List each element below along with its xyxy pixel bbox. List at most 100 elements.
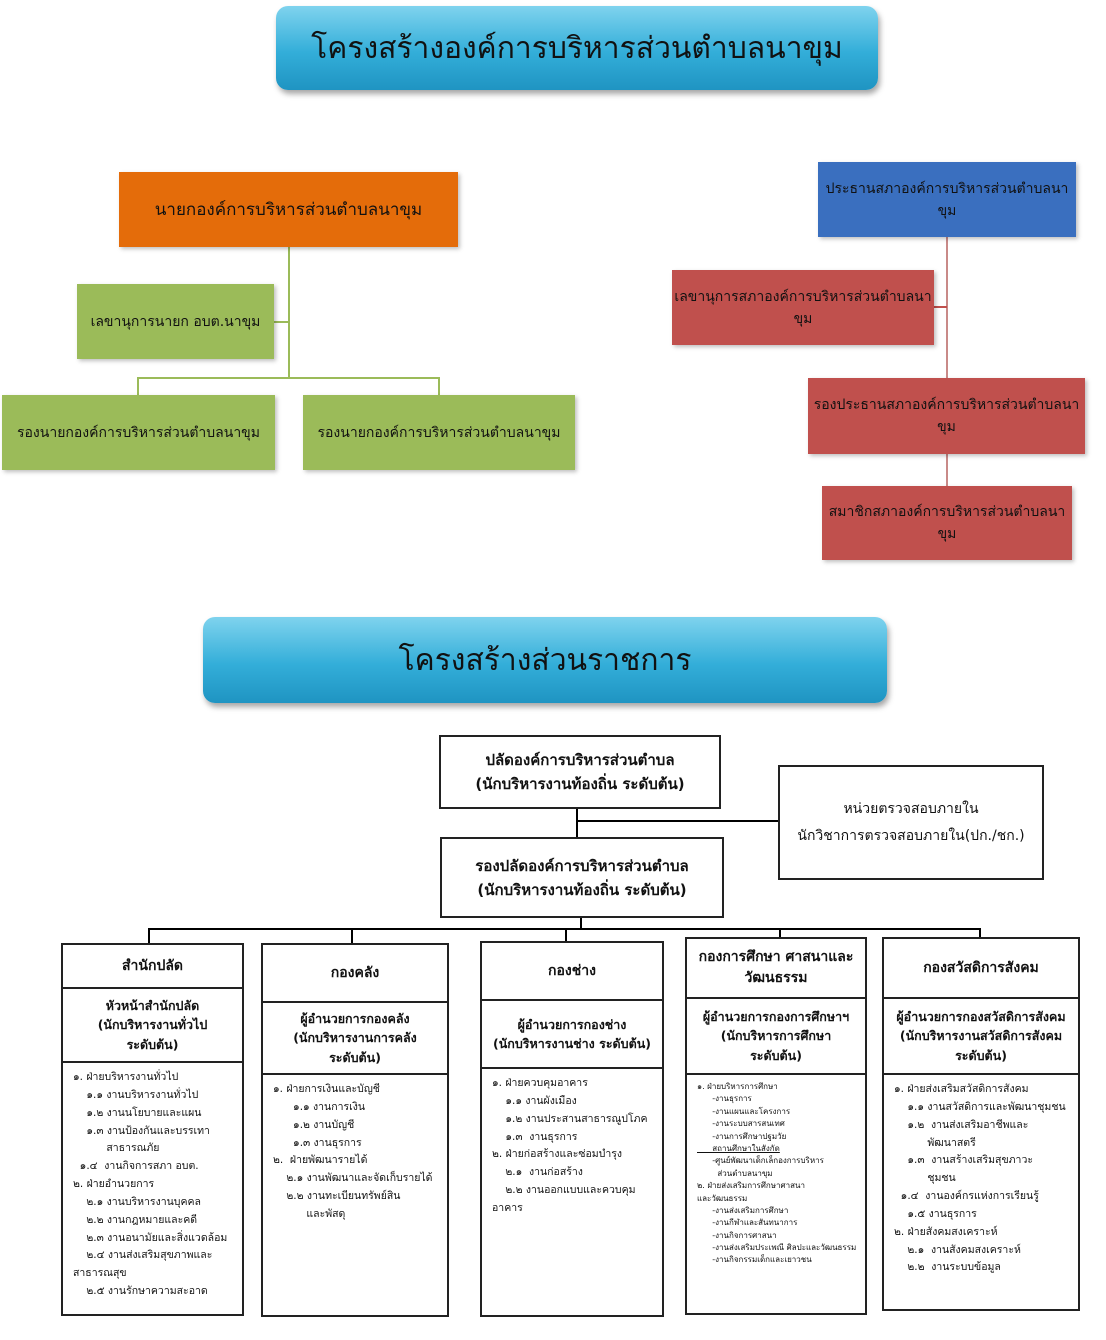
duty-item: -งานส่งเสริมการศึกษา bbox=[697, 1205, 789, 1215]
department-head-line: (นักบริหารงานการคลัง bbox=[293, 1030, 417, 1046]
duty-item: ๑.๔ งานองค์กรแห่งการเรียนรู้ bbox=[894, 1190, 1039, 1203]
duty-item: อาคาร bbox=[492, 1201, 523, 1214]
duty-item: ๑.๓ งานป้องกันและบรรเทา bbox=[73, 1124, 210, 1137]
department-duties: ๑. ฝ่ายการเงินและบัญชี ๑.๑ งานการเงิน ๑.… bbox=[263, 1075, 447, 1228]
dept-1-drop bbox=[148, 928, 150, 944]
council-member-label: สมาชิกสภาองค์การบริหารส่วนตำบลนาขุม bbox=[828, 504, 1066, 542]
chief-administrator-box: ปลัดองค์การบริหารส่วนตำบล (นักบริหารงานท… bbox=[439, 735, 721, 809]
duty-item: สาธารณภัย bbox=[73, 1142, 160, 1155]
department-finance: กองคลัง ผู้อำนวยการกองคลัง (นักบริหารงาน… bbox=[261, 943, 449, 1317]
deputy-mayor-2-label: รองนายกองค์การบริหารส่วนตำบลนาขุม bbox=[317, 424, 561, 441]
council-president-box: ประธานสภาองค์การบริหารส่วนตำบลนาขุม bbox=[818, 162, 1076, 237]
duty-item: และพัสดุ bbox=[273, 1207, 346, 1220]
council-connector-vertical bbox=[946, 237, 948, 487]
duty-item: สาธารณสุข bbox=[73, 1267, 127, 1280]
deputy-administrator-title: รองปลัดองค์การบริหารส่วนตำบล bbox=[475, 856, 689, 875]
chief-administrator-rank: (นักบริหารงานท้องถิ่น ระดับต้น) bbox=[475, 775, 685, 793]
internal-audit-box: หน่วยตรวจสอบภายใน นักวิชาการตรวจสอบภายใน… bbox=[778, 765, 1044, 880]
duty-item: ๒.๒ งานทะเบียนทรัพย์สิน bbox=[273, 1190, 401, 1203]
department-name: กองการศึกษา ศาสนาและ วัฒนธรรม bbox=[687, 939, 865, 997]
deputy-administrator-rank: (นักบริหารงานท้องถิ่น ระดับต้น) bbox=[477, 880, 687, 899]
department-duties: ๑. ฝ่ายควบคุมอาคาร ๑.๑ งานผังเมือง ๑.๒ ง… bbox=[482, 1069, 662, 1222]
exec-connector-left bbox=[137, 377, 139, 395]
dept-5-drop bbox=[979, 928, 981, 938]
duty-item: ๒. ฝ่ายก่อสร้างและซ่อมบำรุง bbox=[492, 1148, 623, 1161]
duty-item: ๑. ฝ่ายการเงินและบัญชี bbox=[273, 1083, 380, 1095]
council-vice-president-box: รองประธานสภาองค์การบริหารส่วนตำบลนาขุม bbox=[808, 378, 1085, 454]
department-education: กองการศึกษา ศาสนาและ วัฒนธรรม ผู้อำนวยกา… bbox=[685, 937, 867, 1315]
duty-item: ๑.๑ งานผังเมือง bbox=[492, 1094, 577, 1107]
duty-item: ๒. ฝ่ายพัฒนารายได้ bbox=[273, 1154, 368, 1167]
department-name: กองสวัสดิการสังคม bbox=[923, 960, 1039, 976]
department-duties: ๑. ฝ่ายบริหารการศึกษา -งานธุรการ -งานแผน… bbox=[687, 1075, 865, 1271]
duty-item: ๑.๒ งานบัญชี bbox=[273, 1118, 355, 1131]
duty-item: ๑.๒ งานส่งเสริมอาชีพและ bbox=[894, 1118, 1029, 1131]
duty-item: ๑. ฝ่ายควบคุมอาคาร bbox=[492, 1077, 588, 1089]
duty-item: ๑.๓ งานธุรการ bbox=[273, 1136, 362, 1149]
deputy-down-connector bbox=[580, 915, 582, 929]
department-head-line: ผู้อำนวยการกองช่าง bbox=[517, 1016, 627, 1032]
department-head-line: (นักบริหารงานสวัสดิการสังคม bbox=[899, 1028, 1063, 1044]
department-social-welfare: กองสวัสดิการสังคม ผู้อำนวยการกองสวัสดิกา… bbox=[882, 937, 1080, 1311]
exec-connector-vertical bbox=[288, 247, 290, 377]
council-secretary-label: เลขานุการสภาองค์การบริหารส่วนตำบลนาขุม bbox=[674, 288, 932, 327]
department-head-line: (นักบริหารงานทั่วไป bbox=[97, 1017, 208, 1033]
department-head-line: ผู้อำนวยการกองคลัง bbox=[300, 1010, 410, 1026]
chief-administrator-title: ปลัดองค์การบริหารส่วนตำบล bbox=[485, 751, 675, 769]
department-office-of-chief: สำนักปลัด หัวหน้าสำนักปลัด (นักบริหารงาน… bbox=[61, 943, 244, 1316]
council-president-label: ประธานสภาองค์การบริหารส่วนตำบลนาขุม bbox=[825, 180, 1069, 219]
duty-item: ๒.๓ งานอนามัยและสิ่งแวดล้อม bbox=[73, 1231, 228, 1244]
department-head: ผู้อำนวยการกองคลัง (นักบริหารงานการคลัง … bbox=[263, 1001, 447, 1075]
duty-item: ๑.๑ งานบริหารงานทั่วไป bbox=[73, 1088, 199, 1101]
duty-item: ๒.๑ งานบริหารงานบุคคล bbox=[73, 1195, 201, 1208]
department-name: กองคลัง bbox=[330, 965, 380, 981]
council-secretary-box: เลขานุการสภาองค์การบริหารส่วนตำบลนาขุม bbox=[672, 270, 934, 345]
chief-to-deputy-connector bbox=[576, 807, 578, 837]
dept-4-drop bbox=[779, 928, 781, 938]
department-head: หัวหน้าสำนักปลัด (นักบริหารงานทั่วไป ระด… bbox=[63, 989, 242, 1063]
duty-item: -งานส่งเสริมประเพณี ศิลปะและวัฒนธรรม bbox=[697, 1243, 857, 1253]
deputy-mayor-2-box: รองนายกองค์การบริหารส่วนตำบลนาขุม bbox=[303, 395, 575, 470]
department-head-line: หัวหน้าสำนักปลัด bbox=[105, 997, 200, 1013]
admin-structure-banner: โครงสร้างส่วนราชการ bbox=[203, 617, 887, 703]
duty-item: ๑. ฝ่ายบริหารการศึกษา bbox=[697, 1082, 778, 1091]
structure-title-banner: โครงสร้างองค์การบริหารส่วนตำบลนาขุม bbox=[276, 6, 878, 90]
duty-item: ๑. ฝ่ายบริหารงานทั่วไป bbox=[73, 1071, 179, 1083]
duty-item: ๒. ฝ่ายสังคมสงเคราะห์ bbox=[894, 1225, 998, 1238]
department-duties: ๑. ฝ่ายบริหารงานทั่วไป ๑.๑ งานบริหารงานท… bbox=[63, 1063, 242, 1305]
duty-item: -งานระบบสารสนเทศ bbox=[697, 1119, 785, 1129]
internal-audit-officer: นักวิชาการตรวจสอบภายใน(ปก./ชก.) bbox=[797, 827, 1025, 844]
mayor-secretary-box: เลขานุการนายก อบต.นาขุม bbox=[77, 284, 274, 359]
department-head-line: ระดับต้น) bbox=[126, 1036, 179, 1052]
department-name: สำนักปลัด bbox=[63, 945, 242, 989]
duty-item: ๑.๓ งานธุรการ bbox=[492, 1130, 578, 1143]
duty-item: ส่วนตำบลนาขุม bbox=[697, 1168, 773, 1178]
council-connector-secretary bbox=[934, 306, 947, 308]
duty-item: พัฒนาสตรี bbox=[894, 1136, 976, 1149]
duty-item: -งานแผนและโครงการ bbox=[697, 1106, 791, 1116]
duty-item: -งานธุรการ bbox=[697, 1094, 752, 1104]
duty-item: ๑.๓ งานสร้างเสริมสุขภาวะ bbox=[894, 1154, 1033, 1167]
duty-item: ๒.๔ งานส่งเสริมสุขภาพและ bbox=[73, 1249, 213, 1262]
duty-item: ๒.๒ งานกฎหมายและคดี bbox=[73, 1213, 198, 1226]
department-duties: ๑. ฝ่ายส่งเสริมสวัสดิการสังคม ๑.๑ งานสวั… bbox=[884, 1075, 1078, 1281]
dept-3-drop bbox=[565, 928, 567, 942]
duty-item: ๒.๒ งานระบบข้อมูล bbox=[894, 1261, 1001, 1274]
duty-item: ๒. ฝ่ายอำนวยการ bbox=[73, 1178, 155, 1191]
duty-item: ๑.๒ งานนโยบายและแผน bbox=[73, 1106, 202, 1119]
duty-item: -ศูนย์พัฒนาเด็กเล็กองการบริหาร bbox=[697, 1156, 824, 1166]
department-head-line: ระดับต้น) bbox=[955, 1047, 1007, 1063]
deputy-mayor-1-label: รองนายกองค์การบริหารส่วนตำบลนาขุม bbox=[17, 424, 260, 441]
structure-title: โครงสร้างองค์การบริหารส่วนตำบลนาขุม bbox=[311, 30, 843, 66]
duty-item: ๑.๒ งานประสานสาธารณูปโภค bbox=[492, 1112, 648, 1125]
exec-connector-secretary bbox=[274, 321, 289, 323]
departments-connector-horizontal bbox=[148, 928, 981, 930]
department-head-line: (นักบริหารการศึกษา bbox=[720, 1028, 832, 1044]
duty-item: สถานศึกษาในสังกัด bbox=[697, 1143, 780, 1153]
department-head-line: ผู้อำนวยการกองการศึกษาฯ bbox=[702, 1008, 850, 1024]
duty-item: ๑.๑ งานสวัสดิการและพัฒนาชุมชน bbox=[894, 1100, 1066, 1113]
duty-item: ๒.๕ งานรักษาความสะอาด bbox=[73, 1285, 208, 1298]
dept-2-drop bbox=[351, 928, 353, 944]
duty-item: ชุมชน bbox=[894, 1172, 956, 1185]
department-engineering: กองช่าง ผู้อำนวยการกองช่าง (นักบริหารงาน… bbox=[480, 941, 664, 1317]
